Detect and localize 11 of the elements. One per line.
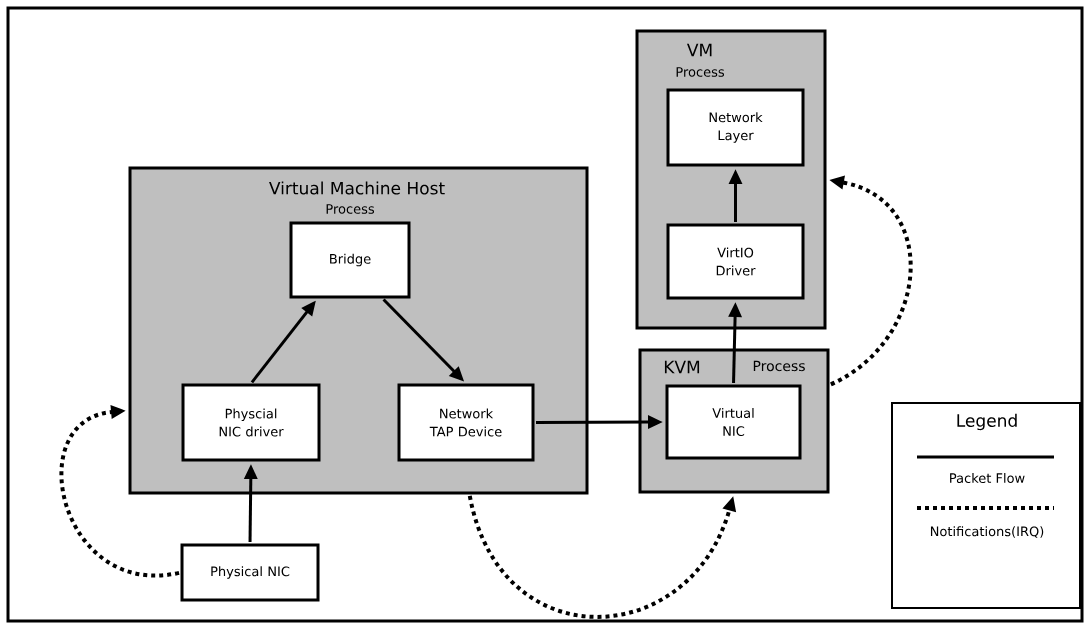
legend-entry: Notifications(IRQ): [917, 506, 1054, 538]
component-box: VirtIO Driver: [666, 223, 805, 300]
component-box: Physical NIC: [180, 543, 320, 602]
legend-entry: Packet Flow: [917, 455, 1054, 484]
component-box: Network TAP Device: [397, 383, 535, 462]
component-box: Network Layer: [666, 88, 805, 167]
legend-title: Legend: [957, 413, 1017, 431]
component-box: Physcial NIC driver: [181, 383, 321, 462]
component-box: Bridge: [289, 221, 411, 299]
notification-arrow: [59, 404, 180, 578]
component-box: Virtual NIC: [665, 384, 802, 460]
